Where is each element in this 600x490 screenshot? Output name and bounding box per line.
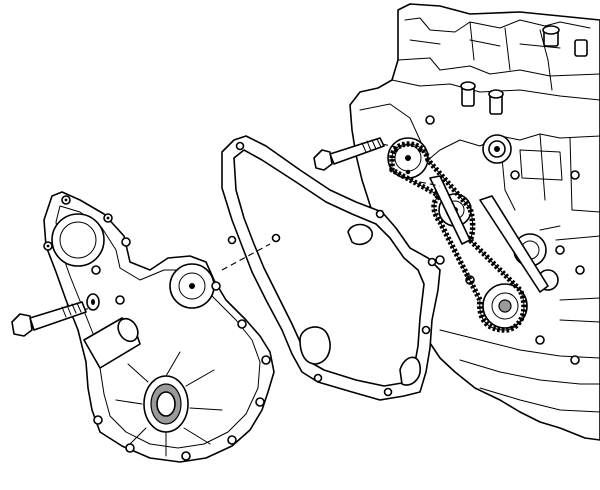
timing-chain xyxy=(389,141,549,333)
timing-cover-gasket xyxy=(221,135,441,401)
lower-bolt xyxy=(11,301,101,337)
front-cover xyxy=(43,191,275,463)
engine-block xyxy=(349,3,600,441)
upper-bolt xyxy=(313,137,401,171)
cover-washer xyxy=(86,293,100,311)
